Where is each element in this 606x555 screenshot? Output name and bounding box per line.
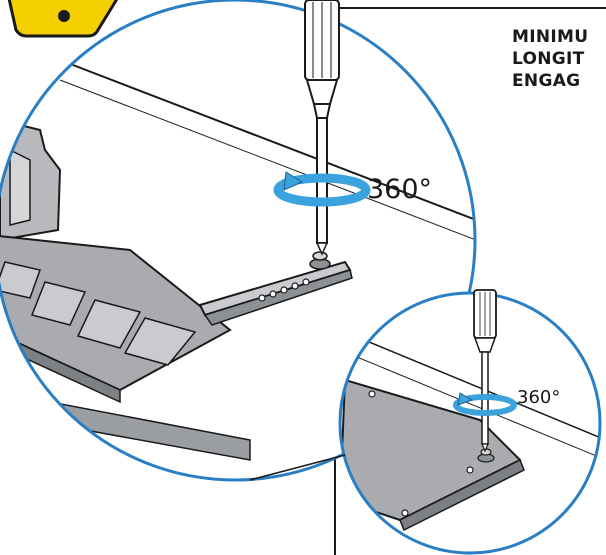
rotation-arrow-icon [273, 171, 371, 207]
callout-line-2: LONGIT [512, 49, 585, 69]
callout-line-3: ENGAG [512, 71, 581, 91]
rotation-label-small: 360° [517, 387, 560, 408]
rotation-arrow-icon [453, 392, 517, 416]
connector-line [249, 454, 346, 481]
callout-line-1: MINIMU [512, 27, 589, 47]
callout-text: MINIMU LONGIT ENGAG [512, 26, 606, 92]
detail-circle-small [338, 291, 602, 555]
detail-circle-large [0, 0, 477, 482]
warning-icon [7, 0, 119, 38]
rotation-label-large: 360° [367, 174, 432, 205]
